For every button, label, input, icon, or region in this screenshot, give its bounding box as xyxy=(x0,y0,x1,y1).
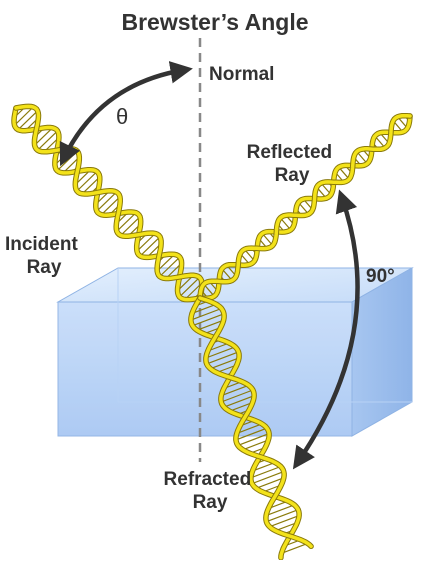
incident-label-line-2: Ray xyxy=(27,257,62,278)
diagram-title: Brewster’s Angle xyxy=(121,9,308,35)
incident-label-line-1: Incident xyxy=(5,234,79,255)
right-angle-label: 90° xyxy=(366,266,395,287)
reflected-label-line-2: Ray xyxy=(275,165,310,186)
theta-label: θ xyxy=(116,104,128,129)
refracted-label-line-1: Refracted xyxy=(164,469,252,490)
incident-ray-rung xyxy=(38,131,58,150)
glass-block-front xyxy=(58,302,352,436)
incident-label: Incident Ray xyxy=(5,234,83,278)
refracted-label: Refracted Ray xyxy=(164,469,257,513)
reflected-label-line-1: Reflected xyxy=(247,142,333,163)
refracted-ray-rung xyxy=(252,472,284,484)
reflected-label: Reflected Ray xyxy=(247,142,338,186)
incident-ray-rung xyxy=(77,172,97,191)
refracted-ray-rung xyxy=(266,510,298,522)
normal-label: Normal xyxy=(209,64,274,85)
refracted-label-line-2: Ray xyxy=(193,492,228,513)
